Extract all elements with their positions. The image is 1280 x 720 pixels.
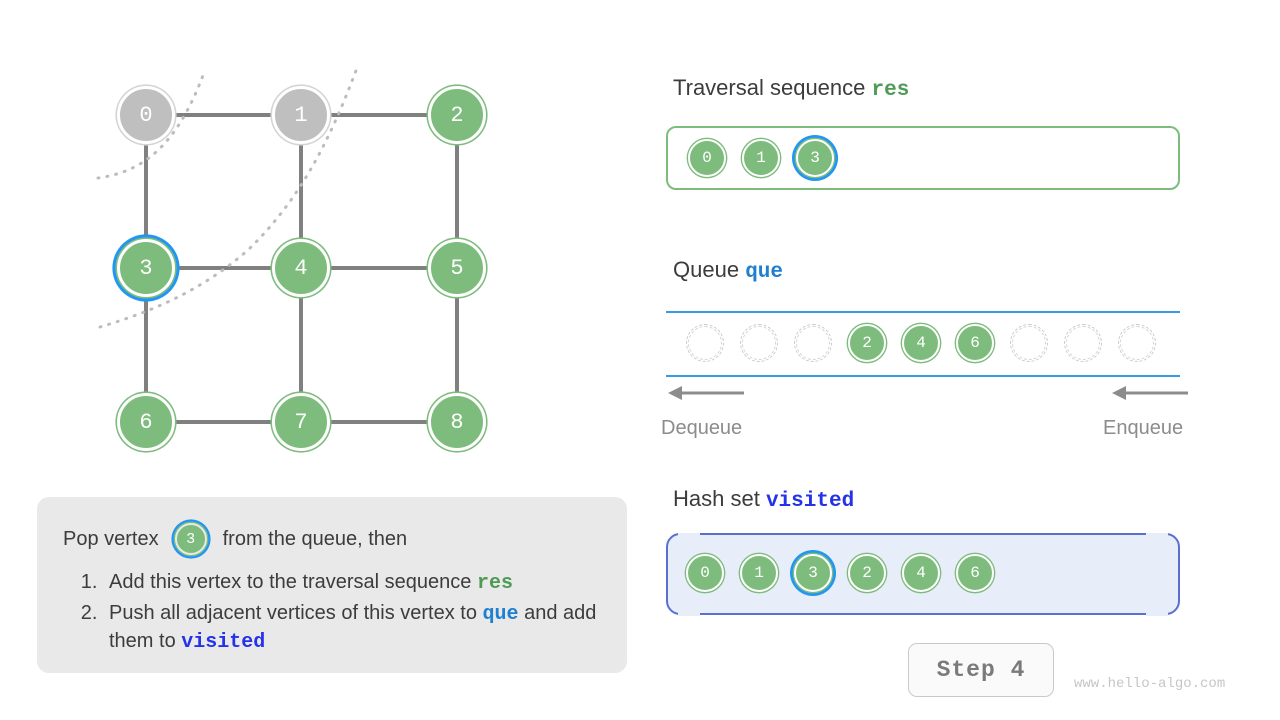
queue-empty-slot-8 <box>1118 324 1156 362</box>
visited-item-1[interactable]: 1 <box>740 554 778 592</box>
caption-step-1: Add this vertex to the traversal sequenc… <box>103 569 601 598</box>
caption-keyword-visited: visited <box>181 631 266 655</box>
caption-keyword-que: que <box>482 602 519 626</box>
caption-lead-after: from the queue, then <box>222 527 408 550</box>
res-item-2[interactable]: 3 <box>796 139 834 177</box>
caption-step-2-text-before: Push all adjacent vertices of this verte… <box>109 601 483 624</box>
frontier-curve-top <box>96 68 207 180</box>
graph-node-4[interactable]: 4 <box>272 239 330 297</box>
caption-lead-line: Pop vertex 3 from the queue, then <box>63 519 601 559</box>
res-title-keyword: res <box>871 79 910 102</box>
dequeue-label: Dequeue <box>661 417 743 439</box>
visited-item-5[interactable]: 6 <box>956 554 994 592</box>
caption-lead-before: Pop vertex <box>63 527 159 550</box>
caption-step-2: Push all adjacent vertices of this verte… <box>103 600 601 657</box>
graph-panel: 0 1 2 3 4 5 6 7 8 <box>0 0 620 490</box>
enqueue-arrow-icon <box>1112 386 1188 400</box>
queue-section-title: Queue que <box>673 257 783 284</box>
visited-section-title: Hash set visited <box>673 486 854 513</box>
queue-item-4[interactable]: 4 <box>902 324 940 362</box>
visited-title-keyword: visited <box>765 490 855 513</box>
queue-title-keyword: que <box>745 261 783 284</box>
visited-item-4[interactable]: 4 <box>902 554 940 592</box>
watermark: www.hello-algo.com <box>1074 676 1226 692</box>
visited-title-text: Hash set <box>673 486 760 511</box>
dequeue-arrow-icon <box>668 386 744 400</box>
queue-item-5[interactable]: 6 <box>956 324 994 362</box>
caption-keyword-res: res <box>476 572 513 595</box>
queue-title-text: Queue <box>673 257 740 282</box>
visited-item-2[interactable]: 3 <box>794 554 832 592</box>
graph-node-1[interactable]: 1 <box>272 86 330 144</box>
queue-empty-slot-0 <box>686 324 724 362</box>
res-title-text: Traversal sequence <box>673 75 866 100</box>
res-item-0[interactable]: 0 <box>688 139 726 177</box>
caption-inline-node: 3 <box>174 523 207 555</box>
queue-rail <box>666 311 1180 377</box>
graph-node-2[interactable]: 2 <box>428 86 486 144</box>
queue-empty-slot-2 <box>794 324 832 362</box>
res-section-title: Traversal sequence res <box>673 75 909 102</box>
res-item-1[interactable]: 1 <box>742 139 780 177</box>
graph-node-0[interactable]: 0 <box>117 86 175 144</box>
frontier-curve-bottom <box>98 66 359 329</box>
queue-empty-slot-7 <box>1064 324 1102 362</box>
caption-step-2-text-mid: and add them to <box>109 601 597 653</box>
queue-empty-slot-6 <box>1010 324 1048 362</box>
graph-node-8[interactable]: 8 <box>428 393 486 451</box>
visited-item-3[interactable]: 2 <box>848 554 886 592</box>
caption-step-list: Add this vertex to the traversal sequenc… <box>63 569 601 657</box>
graph-node-7[interactable]: 7 <box>272 393 330 451</box>
step-badge: Step 4 <box>908 643 1054 697</box>
graph-node-3[interactable]: 3 <box>117 239 175 297</box>
queue-empty-slot-1 <box>740 324 778 362</box>
explanation-panel: Pop vertex 3 from the queue, then Add th… <box>37 497 627 673</box>
visited-item-0[interactable]: 0 <box>686 554 724 592</box>
enqueue-label: Enqueue <box>1103 417 1184 439</box>
queue-item-3[interactable]: 2 <box>848 324 886 362</box>
graph-node-5[interactable]: 5 <box>428 239 486 297</box>
caption-step-1-text: Add this vertex to the traversal sequenc… <box>109 571 477 593</box>
graph-node-6[interactable]: 6 <box>117 393 175 451</box>
